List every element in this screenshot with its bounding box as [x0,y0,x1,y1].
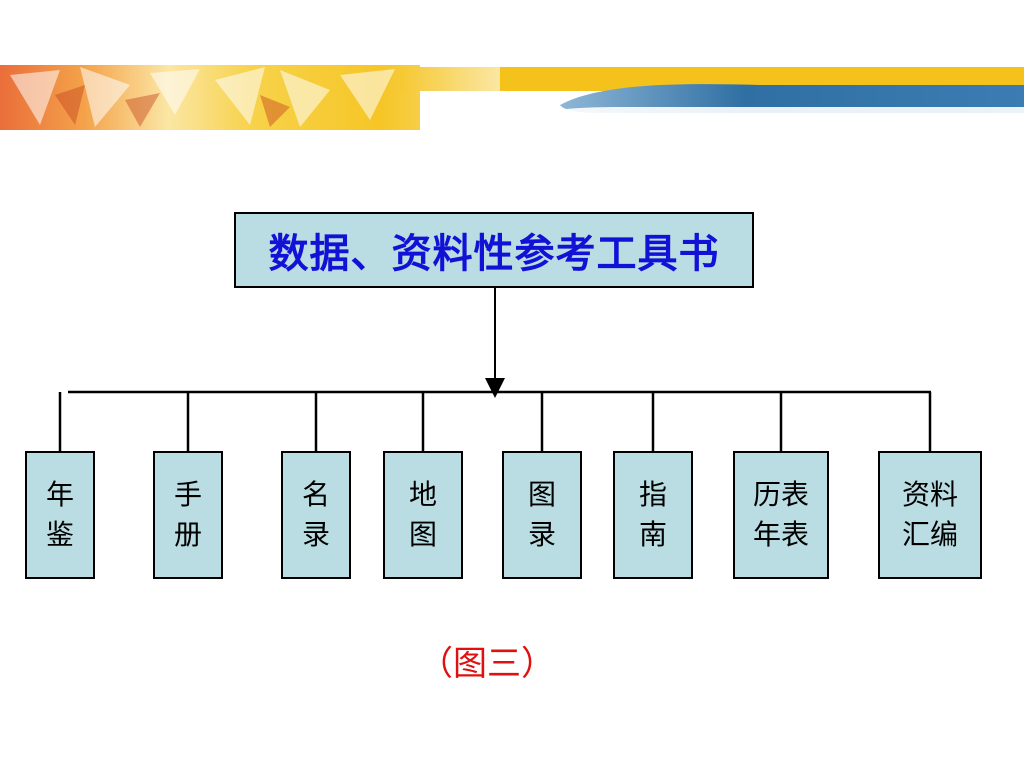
child-node-label: 名 [301,478,330,511]
child-node-label: 录 [527,518,556,551]
root-node: 数据、资料性参考工具书 [234,212,754,288]
child-node-compilation: 资料 汇编 [878,451,982,579]
child-node-label: 资料 [901,478,958,511]
child-node-label: 图 [527,478,556,511]
child-node-label: 图 [408,518,437,551]
child-node-label: 指 [638,478,667,511]
child-node-label: 历表 [752,478,809,511]
child-node-label: 鉴 [45,518,74,551]
child-node-calendar: 历表 年表 [733,451,829,579]
child-node-guide: 指 南 [613,451,693,579]
child-node-label: 手 [173,478,202,511]
child-node-label: 汇编 [901,518,958,551]
child-node-label: 年表 [752,518,809,551]
child-node-map: 地 图 [383,451,463,579]
child-node-label: 南 [638,518,667,551]
figure-caption: （图三） [419,644,555,684]
child-node-label: 录 [301,518,330,551]
child-node-yearbook: 年 鉴 [25,451,95,579]
root-node-label: 数据、资料性参考工具书 [268,230,720,277]
child-node-label: 地 [408,478,437,511]
child-node-label: 年 [45,478,74,511]
child-node-atlas: 图 录 [502,451,582,579]
header-decoration [0,55,1024,140]
child-node-label: 册 [173,518,202,551]
child-node-handbook: 手 册 [153,451,223,579]
child-node-directory: 名 录 [281,451,351,579]
